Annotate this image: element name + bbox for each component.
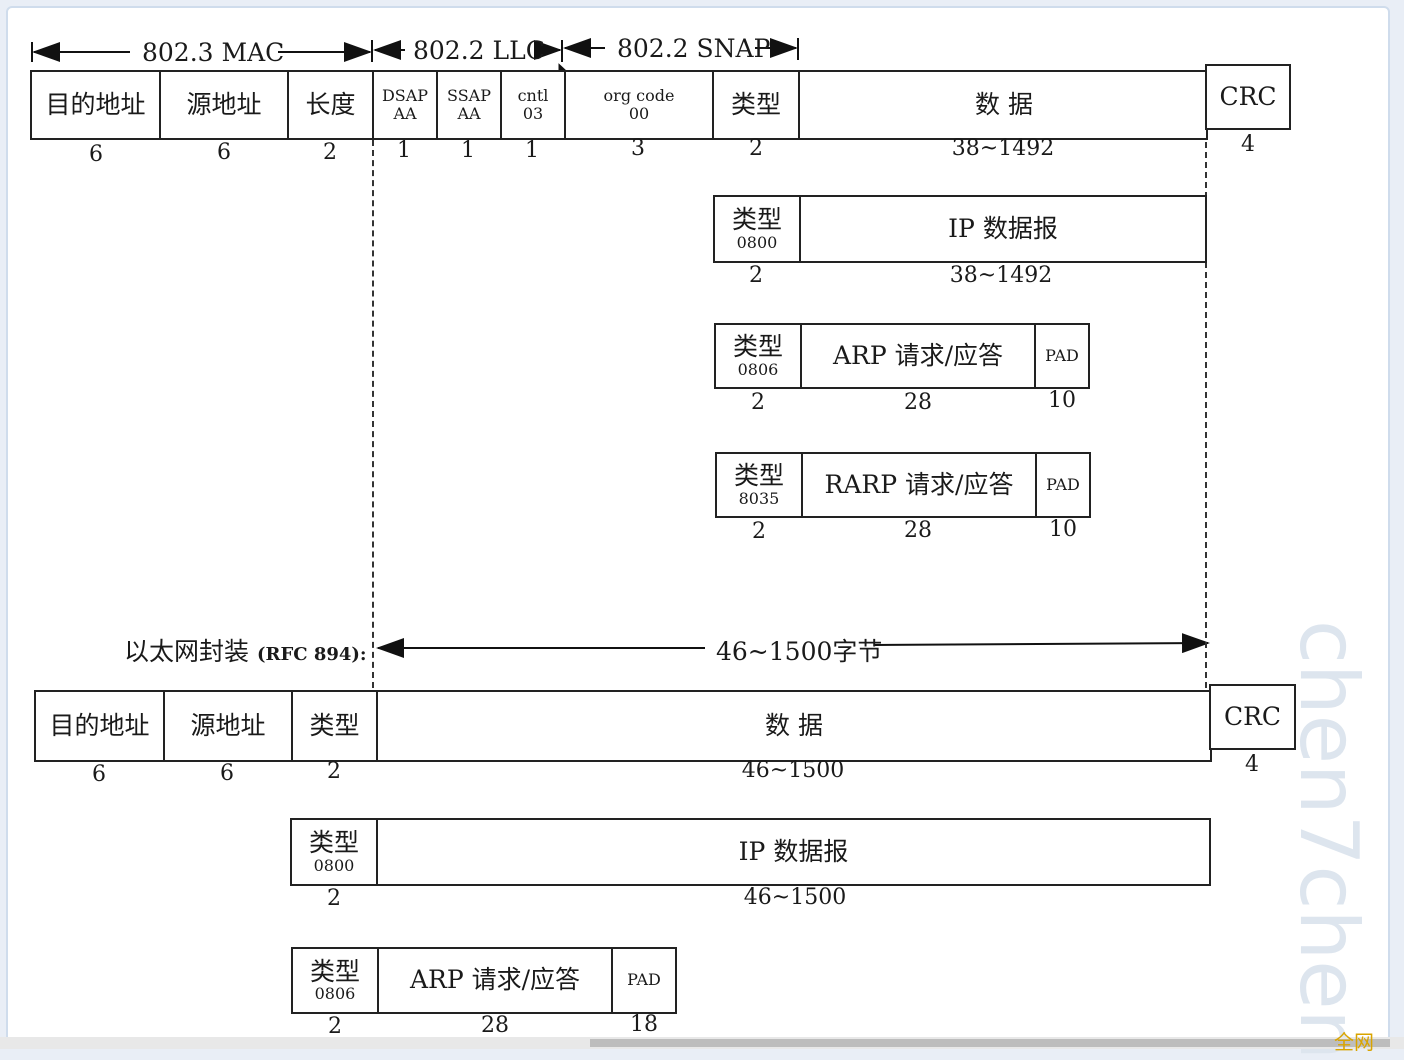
eth-ip-type-size: 2 xyxy=(327,886,341,911)
ethernet-caption: 以太网封装 (RFC 894): xyxy=(124,632,367,668)
field-data: 数 据 xyxy=(975,89,1033,119)
eth-size-src: 6 xyxy=(220,761,234,786)
eth-size-data: 46~1500 xyxy=(741,758,845,783)
ieee-arp-type-code: 0806 xyxy=(737,359,779,379)
eth-arp-type-size: 2 xyxy=(328,1014,342,1039)
eth-arp-pad: PAD xyxy=(627,970,661,990)
snap-label: 802.2 SNAP xyxy=(617,34,771,63)
ieee-ip-type-size: 2 xyxy=(749,263,763,288)
ethernet-caption-rfc: (RFC 894): xyxy=(256,644,367,665)
ieee-ip-data: IP 数据报 xyxy=(948,213,1058,243)
eth-ip-data-size: 46~1500 xyxy=(743,885,847,910)
eth-arp-type-label: 类型 xyxy=(309,956,360,986)
corner-text: 全网 xyxy=(1334,1030,1374,1054)
size-type: 2 xyxy=(749,136,763,161)
ieee-rarp-type-size: 2 xyxy=(752,519,766,544)
cntl-label: cntl xyxy=(517,86,549,106)
ieee-rarp-pad-size: 10 xyxy=(1049,517,1077,542)
size-ssap: 1 xyxy=(461,138,475,163)
eth-field-type: 类型 xyxy=(293,692,378,760)
eth-size-type: 2 xyxy=(327,759,341,784)
ieee-rarp-data: RARP 请求/应答 xyxy=(803,454,1037,516)
ethernet-caption-zh: 以太网封装 xyxy=(124,637,250,666)
field-src-addr: 源地址 xyxy=(161,72,289,138)
field-type: 类型 xyxy=(714,72,800,138)
ieee-arp-type-label: 类型 xyxy=(732,332,783,362)
ssap-label: SSAP xyxy=(447,86,491,106)
ieee-crc-box: CRC xyxy=(1205,64,1291,130)
mac-label: 802.3 MAC xyxy=(142,38,285,67)
ieee-rarp-type-label: 类型 xyxy=(733,461,784,491)
eth-size-crc: 4 xyxy=(1245,752,1259,777)
ieee-rarp-pad: PAD xyxy=(1046,474,1080,494)
eth-ip-type-label: 类型 xyxy=(308,828,359,858)
scrollbar-thumb[interactable] xyxy=(590,1039,1390,1047)
ieee-arp-pad: PAD xyxy=(1045,345,1079,365)
cntl-value: 03 xyxy=(522,104,544,123)
ethernet-span-label: 46~1500字节 xyxy=(716,637,883,666)
eth-ip-type-code: 0800 xyxy=(313,855,355,875)
eth-crc-box: CRC xyxy=(1209,684,1296,750)
size-data: 38~1492 xyxy=(951,136,1055,161)
horizontal-scrollbar[interactable] xyxy=(0,1037,1404,1049)
size-dest: 6 xyxy=(89,142,103,167)
field-dest-addr: 目的地址 xyxy=(32,72,161,138)
field-crc: CRC xyxy=(1219,81,1277,111)
ieee-arp-type-size: 2 xyxy=(751,390,765,415)
ieee-ip-type-code: 0800 xyxy=(736,232,778,252)
field-length: 长度 xyxy=(289,72,374,138)
eth-arp-type-code: 0806 xyxy=(314,984,356,1004)
size-src: 6 xyxy=(217,140,231,165)
eth-arp-pad-size: 18 xyxy=(630,1012,658,1037)
eth-field-data: 数 据 xyxy=(765,710,823,740)
dashed-guide-left xyxy=(372,140,374,688)
eth-field-dest-addr: 目的地址 xyxy=(36,692,165,760)
size-dsap: 1 xyxy=(397,138,411,163)
size-crc: 4 xyxy=(1241,132,1255,157)
eth-field-src-addr: 源地址 xyxy=(165,692,293,760)
ieee-ip-data-size: 38~1492 xyxy=(949,263,1053,288)
ssap-value: AA xyxy=(457,104,481,123)
eth-field-crc: CRC xyxy=(1223,701,1282,731)
org-code-value: 00 xyxy=(628,104,650,123)
eth-size-dest: 6 xyxy=(92,762,106,787)
dsap-value: AA xyxy=(393,104,417,123)
size-length: 2 xyxy=(323,140,337,165)
ieee-ip-type-label: 类型 xyxy=(731,205,782,235)
ieee-arp-data: ARP 请求/应答 xyxy=(802,325,1036,387)
ieee-arp-data-size: 28 xyxy=(904,390,932,415)
ieee-rarp-type-code: 8035 xyxy=(738,488,780,508)
eth-arp-data-size: 28 xyxy=(481,1013,509,1038)
size-org-code: 3 xyxy=(631,136,645,161)
org-code-label: org code xyxy=(603,86,675,106)
eth-arp-data: ARP 请求/应答 xyxy=(379,949,613,1012)
size-cntl: 1 xyxy=(525,138,539,163)
eth-ip-data: IP 数据报 xyxy=(738,836,849,866)
watermark: chen7chen xyxy=(1282,620,1375,1060)
dsap-label: DSAP xyxy=(381,86,429,106)
llc-label: 802.2 LLC xyxy=(413,36,545,65)
ieee-rarp-data-size: 28 xyxy=(904,518,932,543)
dashed-guide-right xyxy=(1205,132,1207,688)
ieee-arp-pad-size: 10 xyxy=(1048,388,1076,413)
ethernet-frame: 目的地址 源地址 类型 数 据 xyxy=(34,690,1212,762)
